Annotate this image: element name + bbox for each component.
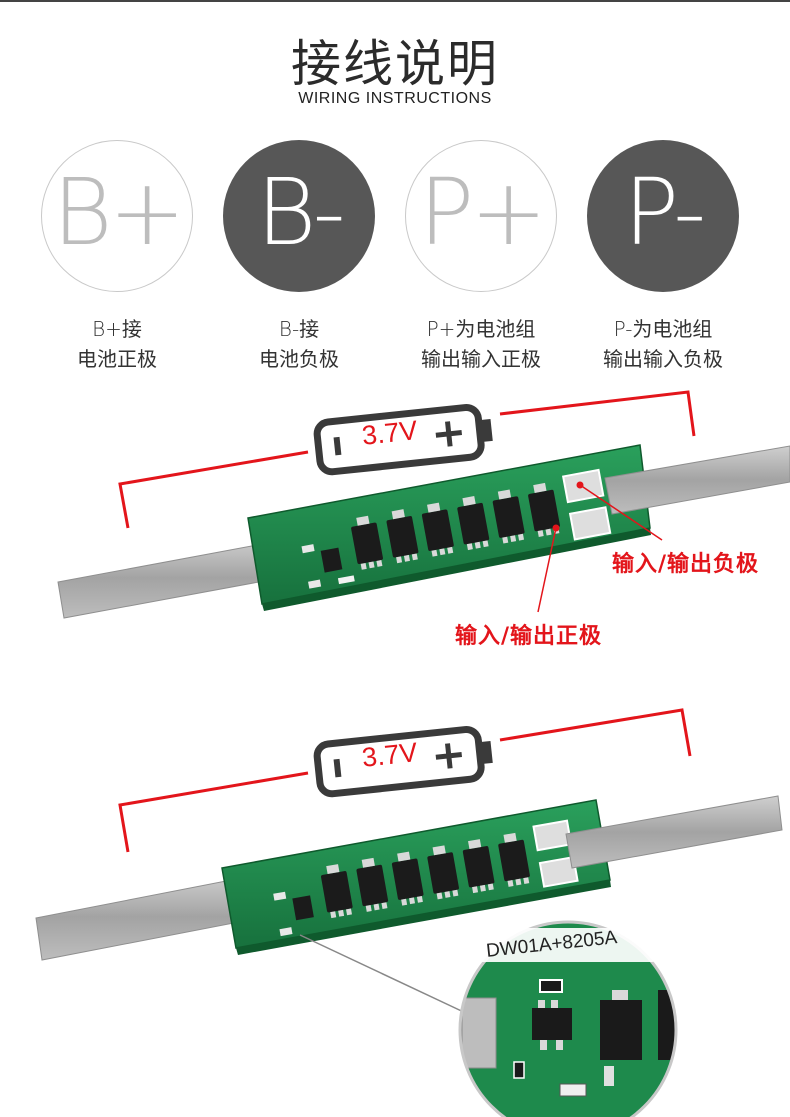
terminal-desc-p-plus: P+为电池组 输出输入正极 [421, 317, 541, 371]
terminal-badge-p-plus: P+ [405, 140, 557, 292]
diagram2-battery-icon [313, 725, 493, 798]
terminal-desc-b-plus: B+接 电池正极 [77, 317, 157, 371]
chip-zoom-view [458, 920, 678, 1117]
diagram1-right-nickel-strip [604, 445, 790, 515]
diagram1-positive-label: 输入/输出正极 [455, 624, 603, 649]
diagram1-pointer-lines [537, 481, 663, 613]
page-subtitle: WIRING INSTRUCTIONS [298, 90, 492, 107]
diagram2-right-nickel-strip [565, 795, 783, 869]
terminal-badge-b-minus: B- [223, 140, 375, 292]
terminal-badge-b-plus: B+ [41, 140, 193, 292]
terminal-desc-p-minus: P-为电池组 输出输入负极 [603, 317, 723, 371]
diagram1-battery-icon [313, 403, 493, 476]
terminal-badge-p-minus: P- [587, 140, 739, 292]
diagram2-wire-bracket [118, 708, 692, 853]
page-title: 接线说明 [291, 35, 499, 93]
zoom-connector-line [299, 934, 471, 1016]
terminal-desc-b-minus: B-接 电池负极 [259, 317, 339, 371]
diagram1-negative-label: 输入/输出负极 [612, 552, 760, 577]
diagram2-pcb-board [221, 799, 611, 955]
diagram1-wire-bracket [118, 390, 696, 529]
diagram1-battery-voltage: 3.7V [360, 415, 419, 451]
diagram2-battery-voltage: 3.7V [360, 737, 419, 773]
diagram1-pcb-board [247, 444, 651, 611]
top-divider [0, 0, 790, 2]
